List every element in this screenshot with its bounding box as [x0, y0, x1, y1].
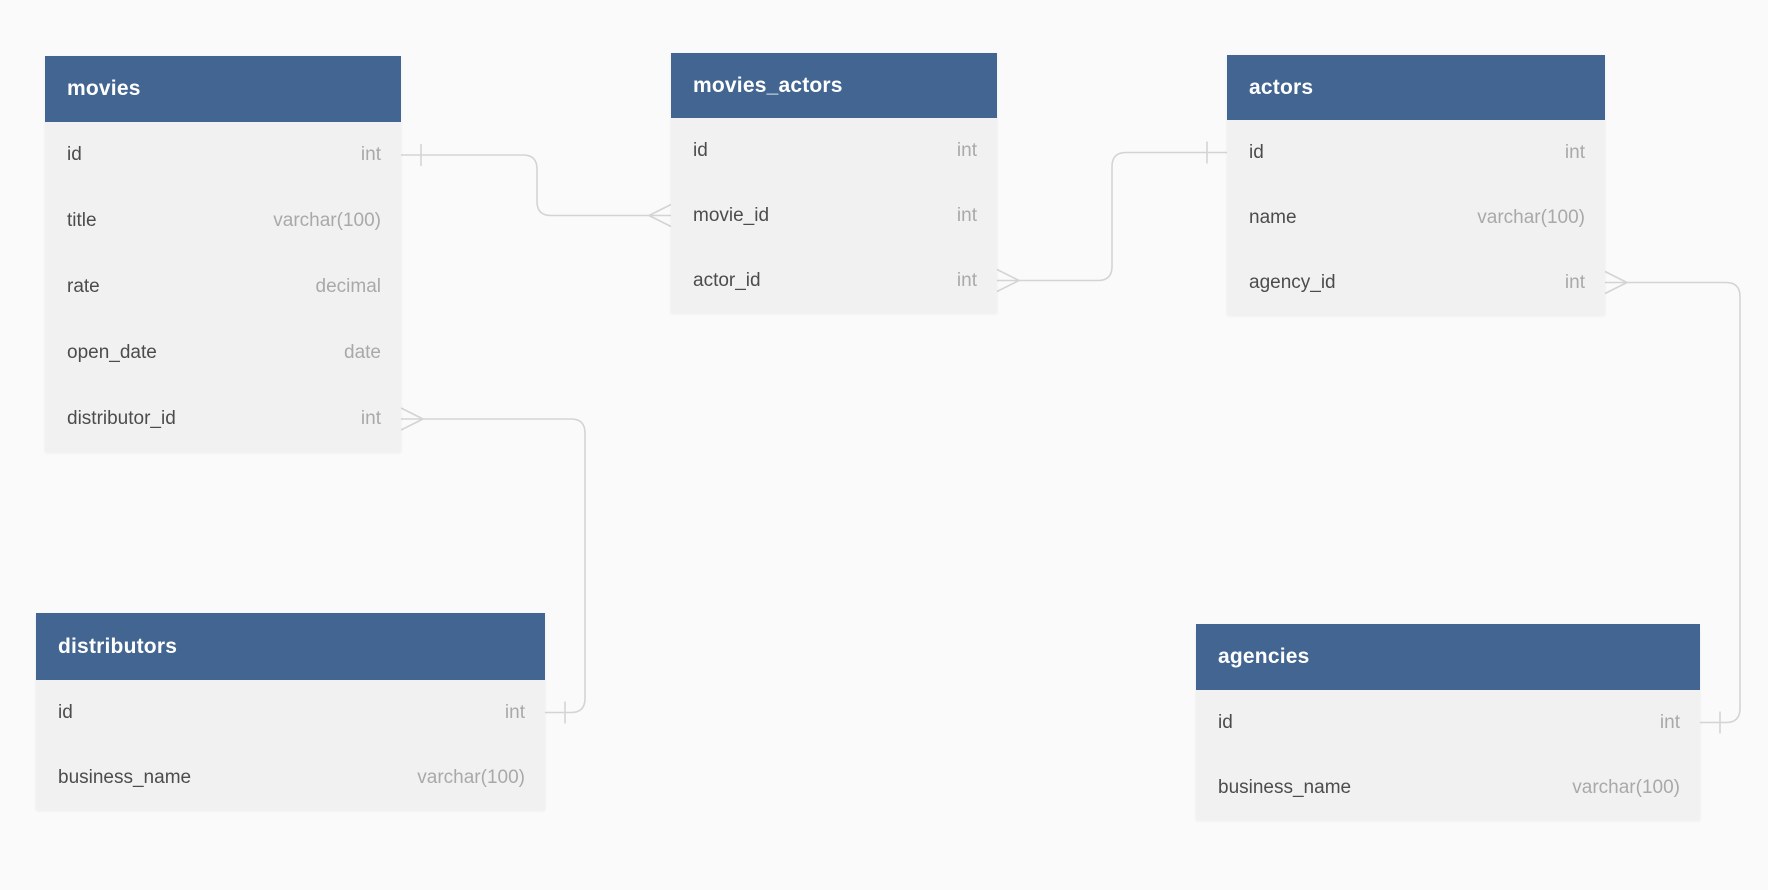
table-agencies[interactable]: agencies id int business_name varchar(100) — [1196, 624, 1700, 820]
table-movies-header[interactable]: movies — [45, 56, 401, 122]
field-name: id — [1249, 141, 1264, 163]
field-name: open_date — [67, 342, 157, 363]
table-body: id int name varchar(100) agency_id int — [1227, 120, 1605, 315]
relationship-actors-id--movies_actors-actor_id[interactable] — [996, 141, 1227, 293]
field-row-actors-id[interactable]: id int — [1227, 120, 1605, 185]
field-name: name — [1249, 206, 1297, 228]
field-row-distributors-id[interactable]: id int — [36, 680, 545, 745]
table-distributors[interactable]: distributors id int business_name varchar(10… — [36, 613, 545, 810]
field-name: distributor_id — [67, 408, 176, 429]
table-body: id int business_name varchar(100) — [1196, 690, 1700, 820]
table-title: distributors — [58, 634, 178, 658]
field-type: int — [504, 701, 525, 723]
field-type: varchar(100) — [273, 210, 381, 231]
field-name: title — [67, 210, 97, 231]
field-row-movies-id[interactable]: id int — [45, 122, 401, 188]
relationship-line — [1627, 281, 1741, 724]
field-row-distributors-business_name[interactable]: business_name varchar(100) — [36, 745, 545, 810]
field-type: varchar(100) — [1572, 776, 1680, 798]
cardinality-many-crowfoot — [648, 203, 672, 228]
field-name: actor_id — [693, 269, 761, 291]
field-type: int — [1564, 271, 1585, 293]
relationship-line — [401, 154, 649, 217]
field-type: varchar(100) — [417, 766, 525, 788]
table-actors-header[interactable]: actors — [1227, 55, 1605, 120]
relationship-line — [423, 418, 586, 714]
field-name: id — [67, 144, 82, 165]
field-name: id — [693, 139, 708, 161]
field-row-agencies-business_name[interactable]: business_name varchar(100) — [1196, 755, 1700, 820]
field-type: int — [1564, 141, 1585, 163]
relationship-movies-id--movies_actors-movie_id[interactable] — [401, 144, 672, 228]
field-row-movies-title[interactable]: title varchar(100) — [45, 188, 401, 254]
field-name: movie_id — [693, 204, 770, 226]
table-movies_actors-header[interactable]: movies_actors — [671, 53, 997, 118]
field-row-agencies-id[interactable]: id int — [1196, 690, 1700, 755]
table-movies[interactable]: movies id int title varchar(100) rate decimal o… — [45, 56, 401, 452]
field-type: date — [344, 342, 381, 363]
relationship-agencies-id--actors-agency_id[interactable] — [1604, 270, 1741, 734]
field-row-movies_actors-id[interactable]: id int — [671, 118, 997, 183]
field-row-movies-open_date[interactable]: open_date date — [45, 320, 401, 386]
field-row-actors-agency_id[interactable]: agency_id int — [1227, 250, 1605, 315]
table-title: agencies — [1218, 645, 1310, 668]
relationship-distributors-id--movies-distributor_id[interactable] — [400, 407, 586, 724]
field-type: decimal — [315, 276, 381, 297]
table-distributors-header[interactable]: distributors — [36, 613, 545, 680]
table-title: actors — [1249, 75, 1314, 99]
field-name: id — [58, 701, 73, 723]
field-row-movies-rate[interactable]: rate decimal — [45, 254, 401, 320]
field-type: int — [360, 144, 381, 165]
field-type: int — [360, 408, 381, 429]
field-type: int — [956, 204, 977, 226]
table-body: id int business_name varchar(100) — [36, 680, 545, 810]
cardinality-many-crowfoot — [996, 268, 1020, 293]
field-name: business_name — [58, 766, 192, 788]
field-type: int — [956, 139, 977, 161]
field-type: int — [1659, 711, 1680, 733]
cardinality-many-crowfoot — [1604, 270, 1628, 295]
table-title: movies_actors — [693, 73, 843, 97]
field-name: rate — [67, 276, 100, 297]
field-row-movies-distributor_id[interactable]: distributor_id int — [45, 386, 401, 452]
cardinality-many-crowfoot — [400, 407, 424, 431]
table-agencies-header[interactable]: agencies — [1196, 624, 1700, 690]
table-body: id int title varchar(100) rate decimal open_da… — [45, 122, 401, 452]
field-name: id — [1218, 711, 1233, 733]
relationship-line — [1019, 151, 1227, 282]
field-row-movies_actors-actor_id[interactable]: actor_id int — [671, 248, 997, 313]
field-type: int — [956, 269, 977, 291]
field-name: agency_id — [1249, 271, 1336, 293]
field-row-movies_actors-movie_id[interactable]: movie_id int — [671, 183, 997, 248]
table-actors[interactable]: actors id int name varchar(100) agency_id int — [1227, 55, 1605, 315]
field-row-actors-name[interactable]: name varchar(100) — [1227, 185, 1605, 250]
table-title: movies — [67, 77, 141, 100]
field-type: varchar(100) — [1477, 206, 1585, 228]
field-name: business_name — [1218, 776, 1352, 798]
